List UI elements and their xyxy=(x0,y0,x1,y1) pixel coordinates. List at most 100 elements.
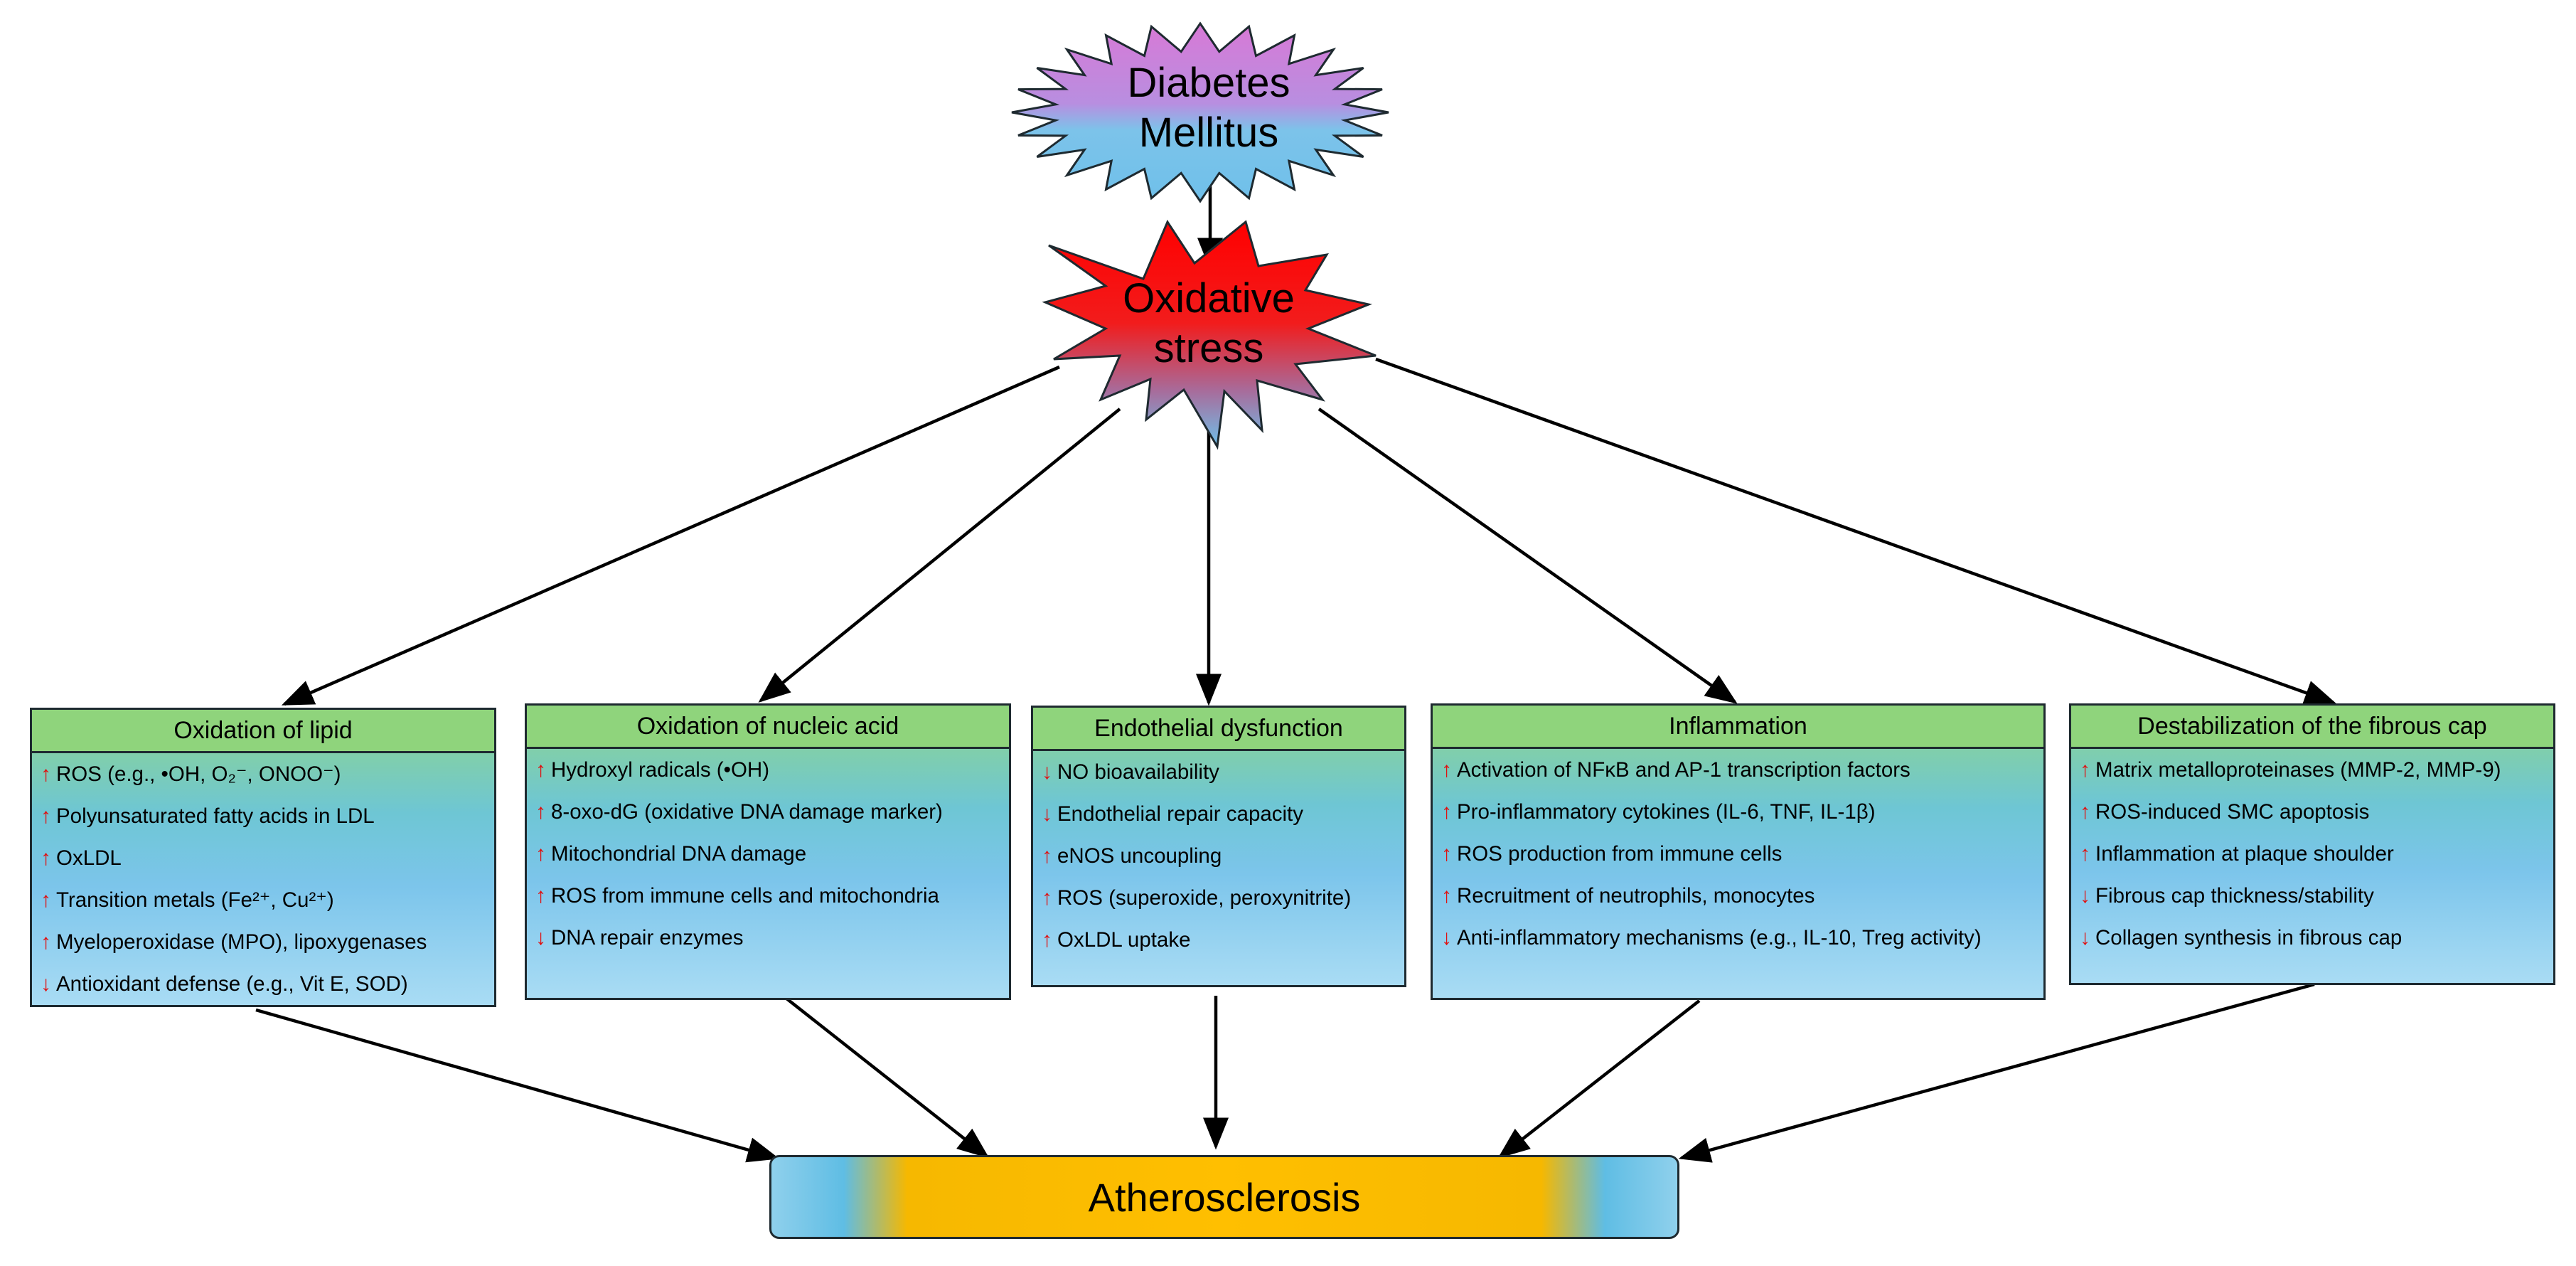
item-text: Anti-inflammatory mechanisms (e.g., IL-1… xyxy=(1457,926,1982,950)
direction-icon: ↑ xyxy=(2080,758,2090,782)
list-item: ↑ROS production from immune cells xyxy=(1441,841,2043,883)
list-item: ↓Antioxidant defense (e.g., Vit E, SOD) xyxy=(41,972,494,1014)
arrow-oxidative-to-inflammation xyxy=(1318,408,1738,704)
list-item: ↑Matrix metalloproteinases (MMP-2, MMP-9… xyxy=(2080,757,2553,799)
list-item: ↑Activation of NFκB and AP-1 transcripti… xyxy=(1441,757,2043,799)
item-text: ROS-induced SMC apoptosis xyxy=(2095,800,2370,824)
arrow-nucleic-to-atherosclerosis xyxy=(784,996,990,1159)
direction-icon: ↓ xyxy=(2080,926,2090,950)
list-item: ↓Endothelial repair capacity xyxy=(1042,802,1404,844)
direction-icon: ↓ xyxy=(2080,884,2090,908)
direction-icon: ↑ xyxy=(1042,928,1052,952)
box-title: Inflammation xyxy=(1433,706,2043,749)
item-text: NO bioavailability xyxy=(1057,760,1219,784)
direction-icon: ↓ xyxy=(41,972,51,996)
item-text: OxLDL xyxy=(56,846,122,870)
box-inflammation: Inflammation ↑Activation of NFκB and AP-… xyxy=(1431,703,2046,1000)
direction-icon: ↑ xyxy=(1042,844,1052,868)
atherosclerosis-label: Atherosclerosis xyxy=(1088,1174,1361,1220)
atherosclerosis-box: Atherosclerosis xyxy=(769,1155,1679,1239)
arrow-lipid-to-atherosclerosis xyxy=(255,1008,780,1163)
oxidative-label-line2: stress xyxy=(1153,324,1264,371)
box-endothelial-dysfunction: Endothelial dysfunction ↓NO bioavailabil… xyxy=(1031,706,1406,987)
direction-icon: ↑ xyxy=(535,800,546,824)
direction-icon: ↑ xyxy=(2080,842,2090,866)
item-text: ROS production from immune cells xyxy=(1457,842,1783,866)
direction-icon: ↑ xyxy=(535,758,546,782)
direction-icon: ↑ xyxy=(1441,800,1452,824)
box-title: Oxidation of lipid xyxy=(32,710,494,753)
box-destabilization-of-fibrous-cap: Destabilization of the fibrous cap ↑Matr… xyxy=(2069,703,2555,985)
box-title: Endothelial dysfunction xyxy=(1033,708,1404,751)
direction-icon: ↑ xyxy=(41,888,51,912)
list-item: ↑8-oxo-dG (oxidative DNA damage marker) xyxy=(535,799,1009,841)
direction-icon: ↑ xyxy=(535,842,546,866)
item-text: Endothelial repair capacity xyxy=(1057,802,1304,826)
arrow-oxidative-to-fibrous xyxy=(1375,357,2337,706)
direction-icon: ↑ xyxy=(41,762,51,786)
direction-icon: ↑ xyxy=(2080,800,2090,824)
list-item: ↑ROS (e.g., •OH, O₂⁻, ONOO⁻) xyxy=(41,762,494,804)
list-item: ↑Myeloperoxidase (MPO), lipoxygenases xyxy=(41,930,494,972)
list-item: ↑ROS from immune cells and mitochondria xyxy=(535,883,1009,925)
direction-icon: ↑ xyxy=(41,930,51,954)
item-text: Fibrous cap thickness/stability xyxy=(2095,884,2374,908)
box-title: Destabilization of the fibrous cap xyxy=(2071,706,2553,749)
list-item: ↑Inflammation at plaque shoulder xyxy=(2080,841,2553,883)
box-oxidation-of-lipid: Oxidation of lipid ↑ROS (e.g., •OH, O₂⁻,… xyxy=(30,708,496,1007)
list-item: ↑Polyunsaturated fatty acids in LDL xyxy=(41,804,494,846)
box-item-list: ↑Matrix metalloproteinases (MMP-2, MMP-9… xyxy=(2071,749,2553,967)
list-item: ↑ROS-induced SMC apoptosis xyxy=(2080,799,2553,841)
list-item: ↓NO bioavailability xyxy=(1042,760,1404,802)
direction-icon: ↑ xyxy=(41,804,51,828)
direction-icon: ↓ xyxy=(1441,926,1452,950)
box-item-list: ↑Hydroxyl radicals (•OH) ↑8-oxo-dG (oxid… xyxy=(527,749,1009,967)
box-item-list: ↑Activation of NFκB and AP-1 transcripti… xyxy=(1433,749,2043,967)
arrow-oxidative-to-lipid xyxy=(281,365,1060,706)
item-text: Matrix metalloproteinases (MMP-2, MMP-9) xyxy=(2095,758,2501,782)
oxidative-stress-label: Oxidative stress xyxy=(1052,274,1365,373)
diabetes-label-line1: Diabetes xyxy=(1127,60,1290,106)
list-item: ↑OxLDL uptake xyxy=(1042,927,1404,969)
item-text: Pro-inflammatory cytokines (IL-6, TNF, I… xyxy=(1457,800,1876,824)
direction-icon: ↑ xyxy=(1441,842,1452,866)
item-text: OxLDL uptake xyxy=(1057,928,1191,952)
arrow-oxidative-to-nucleic xyxy=(758,408,1121,703)
box-oxidation-of-nucleic-acid: Oxidation of nucleic acid ↑Hydroxyl radi… xyxy=(525,703,1011,1000)
item-text: ROS from immune cells and mitochondria xyxy=(551,884,939,908)
list-item: ↓Collagen synthesis in fibrous cap xyxy=(2080,925,2553,967)
list-item: ↓Anti-inflammatory mechanisms (e.g., IL-… xyxy=(1441,925,2043,967)
item-text: Mitochondrial DNA damage xyxy=(551,842,807,866)
item-text: Activation of NFκB and AP-1 transcriptio… xyxy=(1457,758,1910,782)
item-text: 8-oxo-dG (oxidative DNA damage marker) xyxy=(551,800,943,824)
diabetes-mellitus-label: Diabetes Mellitus xyxy=(1052,58,1365,157)
item-text: ROS (superoxide, peroxynitrite) xyxy=(1057,886,1352,910)
direction-icon: ↑ xyxy=(1441,758,1452,782)
item-text: ROS (e.g., •OH, O₂⁻, ONOO⁻) xyxy=(56,762,341,786)
item-text: Polyunsaturated fatty acids in LDL xyxy=(56,804,375,828)
direction-icon: ↓ xyxy=(535,926,546,950)
diabetes-label-line2: Mellitus xyxy=(1138,109,1279,156)
oxidative-label-line1: Oxidative xyxy=(1123,275,1295,321)
list-item: ↑eNOS uncoupling xyxy=(1042,844,1404,885)
item-text: Antioxidant defense (e.g., Vit E, SOD) xyxy=(56,972,408,996)
box-item-list: ↑ROS (e.g., •OH, O₂⁻, ONOO⁻) ↑Polyunsatu… xyxy=(32,753,494,1014)
item-text: eNOS uncoupling xyxy=(1057,844,1222,868)
list-item: ↑Transition metals (Fe²⁺, Cu²⁺) xyxy=(41,888,494,930)
list-item: ↑ROS (superoxide, peroxynitrite) xyxy=(1042,885,1404,927)
direction-icon: ↑ xyxy=(1441,884,1452,908)
direction-icon: ↑ xyxy=(41,846,51,870)
list-item: ↓Fibrous cap thickness/stability xyxy=(2080,883,2553,925)
box-item-list: ↓NO bioavailability ↓Endothelial repair … xyxy=(1033,751,1404,969)
list-item: ↑Recruitment of neutrophils, monocytes xyxy=(1441,883,2043,925)
direction-icon: ↓ xyxy=(1042,802,1052,826)
item-text: Myeloperoxidase (MPO), lipoxygenases xyxy=(56,930,427,954)
direction-icon: ↑ xyxy=(535,884,546,908)
list-item: ↑Hydroxyl radicals (•OH) xyxy=(535,757,1009,799)
item-text: Collagen synthesis in fibrous cap xyxy=(2095,926,2403,950)
direction-icon: ↓ xyxy=(1042,760,1052,784)
list-item: ↑Mitochondrial DNA damage xyxy=(535,841,1009,883)
arrow-inflammation-to-atherosclerosis xyxy=(1497,999,1701,1159)
item-text: DNA repair enzymes xyxy=(551,926,744,950)
